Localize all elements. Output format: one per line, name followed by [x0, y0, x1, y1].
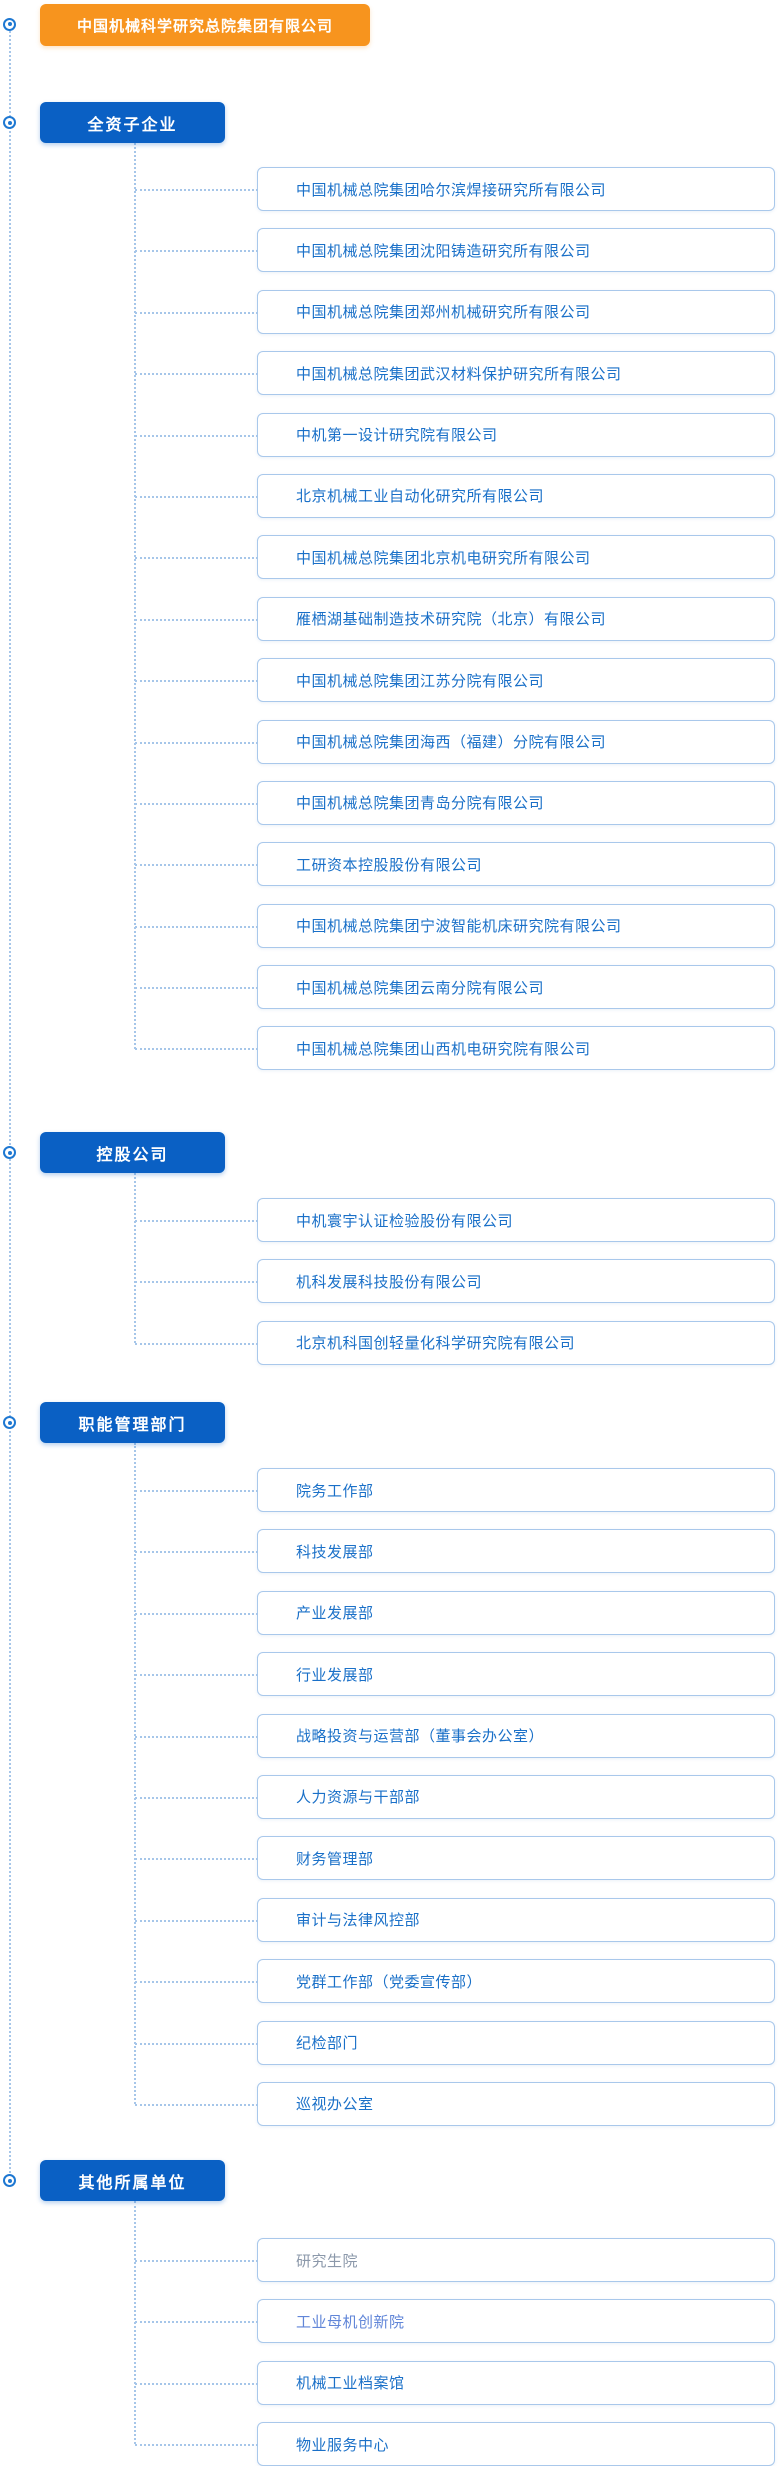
org-item[interactable]: 北京机械工业自动化研究所有限公司: [135, 473, 775, 518]
org-item[interactable]: 中国机械总院集团海西（福建）分院有限公司: [135, 719, 775, 764]
node-bullseye-icon: [3, 17, 16, 31]
org-item[interactable]: 党群工作部（党委宣传部）: [135, 1959, 775, 2004]
root-org-header: 中国机械科学研究总院集团有限公司: [40, 4, 370, 46]
org-item[interactable]: 巡视办公室: [135, 2081, 775, 2126]
org-item[interactable]: 科技发展部: [135, 1529, 775, 1574]
org-item[interactable]: 行业发展部: [135, 1652, 775, 1697]
section-header: 职能管理部门: [40, 1402, 225, 1443]
node-bullseye-icon: [3, 1146, 16, 1159]
org-item[interactable]: 中机寰宇认证检验股份有限公司: [135, 1198, 775, 1242]
org-item[interactable]: 中机第一设计研究院有限公司: [135, 412, 775, 457]
org-item[interactable]: 中国机械总院集团江苏分院有限公司: [135, 658, 775, 703]
org-item[interactable]: 纪检部门: [135, 2020, 775, 2065]
org-item[interactable]: 机科发展科技股份有限公司: [135, 1259, 775, 1304]
section-header: 其他所属单位: [40, 2160, 225, 2201]
org-item[interactable]: 中国机械总院集团哈尔滨焊接研究所有限公司: [135, 167, 775, 211]
branch-connector-line: [134, 143, 136, 1049]
node-bullseye-icon: [3, 1416, 16, 1429]
node-bullseye-icon: [3, 2174, 16, 2187]
org-item[interactable]: 工研资本控股股份有限公司: [135, 842, 775, 887]
org-item[interactable]: 中国机械总院集团宁波智能机床研究院有限公司: [135, 903, 775, 948]
org-item[interactable]: 中国机械总院集团云南分院有限公司: [135, 965, 775, 1010]
org-item[interactable]: 雁栖湖基础制造技术研究院（北京）有限公司: [135, 596, 775, 641]
section-header: 控股公司: [40, 1132, 225, 1173]
org-item[interactable]: 机械工业档案馆: [135, 2360, 775, 2405]
main-connector-line: [9, 24, 11, 2181]
org-item[interactable]: 中国机械总院集团郑州机械研究所有限公司: [135, 289, 775, 334]
org-item[interactable]: 中国机械总院集团沈阳铸造研究所有限公司: [135, 228, 775, 273]
org-item[interactable]: 财务管理部: [135, 1836, 775, 1881]
org-item[interactable]: 院务工作部: [135, 1468, 775, 1512]
org-item[interactable]: 工业母机创新院: [135, 2299, 775, 2344]
org-item[interactable]: 人力资源与干部部: [135, 1774, 775, 1819]
org-item[interactable]: 产业发展部: [135, 1590, 775, 1635]
org-item[interactable]: 物业服务中心: [135, 2422, 775, 2466]
org-item[interactable]: 中国机械总院集团青岛分院有限公司: [135, 780, 775, 825]
branch-connector-line: [134, 1173, 136, 1343]
org-item[interactable]: 中国机械总院集团北京机电研究所有限公司: [135, 535, 775, 580]
org-item[interactable]: 北京机科国创轻量化科学研究院有限公司: [135, 1320, 775, 1365]
node-bullseye-icon: [3, 116, 16, 129]
org-item[interactable]: 研究生院: [135, 2238, 775, 2282]
section-header: 全资子企业: [40, 102, 225, 143]
org-item[interactable]: 战略投资与运营部（董事会办公室）: [135, 1713, 775, 1758]
org-item[interactable]: 中国机械总院集团山西机电研究院有限公司: [135, 1026, 775, 1071]
branch-connector-line: [134, 1443, 136, 2104]
org-item[interactable]: 审计与法律风控部: [135, 1897, 775, 1942]
org-item[interactable]: 中国机械总院集团武汉材料保护研究所有限公司: [135, 351, 775, 396]
